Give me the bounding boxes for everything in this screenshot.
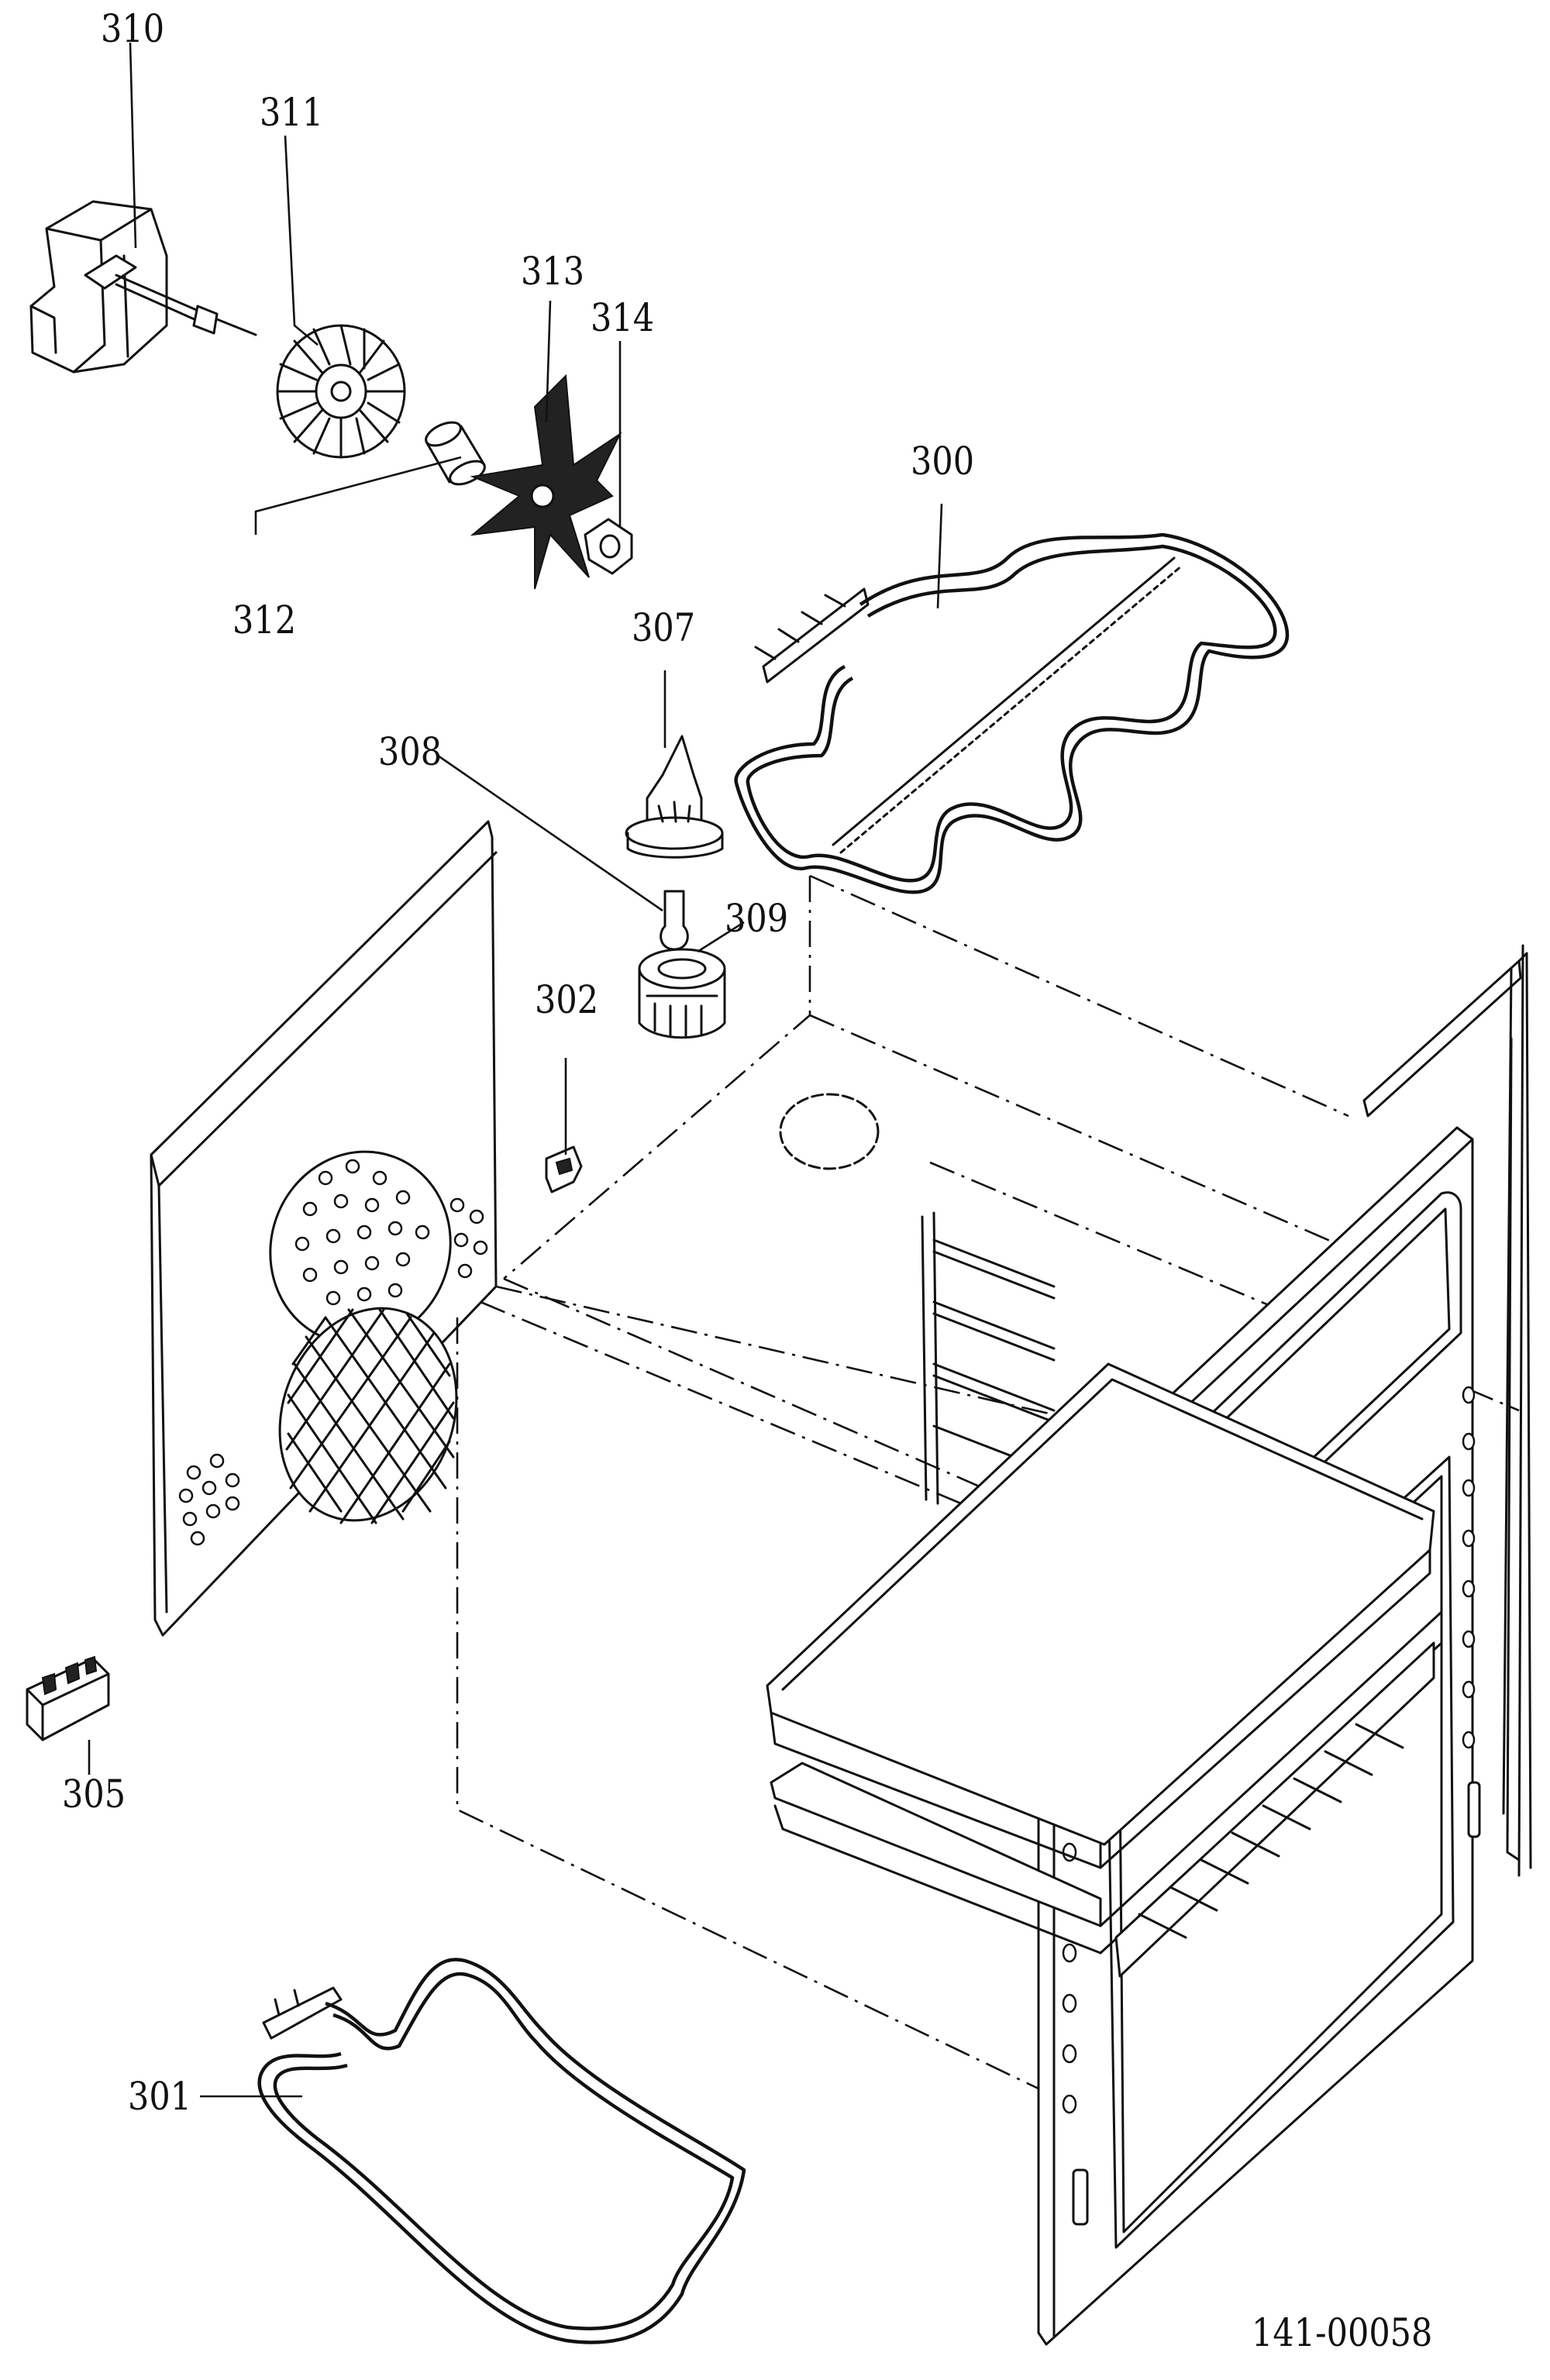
part-302-clip [545,1145,583,1193]
shelf-rack [921,1211,1056,1505]
drawing-number: 141-00058 [1252,2310,1433,2355]
callout-312: 312 [232,598,297,642]
callout-302: 302 [535,977,599,1022]
callout-310: 310 [101,6,165,51]
callout-305: 305 [62,1772,126,1817]
part-300-grill-element [734,532,1290,894]
callout-301: 301 [128,2074,192,2119]
part-311-fan-wheel [276,324,406,459]
callout-311: 311 [260,90,324,135]
leader-lines [88,42,943,2098]
part-314-nut [584,518,633,575]
oven-cavity-outline [456,874,1520,2090]
callout-313: 313 [521,249,585,294]
part-305-block [26,1655,110,1741]
back-panel [150,820,498,1637]
part-307-lamp-cover [625,735,724,859]
part-310-fan-motor [29,200,257,374]
callout-314: 314 [591,295,655,340]
callout-307: 307 [632,605,696,650]
part-313-fan-blade [470,374,622,590]
part-301-bottom-element [257,1958,746,2344]
oven-tray [766,1362,1435,1869]
callout-309: 309 [725,896,789,941]
callout-308: 308 [378,729,443,774]
callout-300: 300 [911,439,975,484]
oven-side-frame [1362,944,1532,1877]
oven-grill-pan [770,1610,1443,1978]
part-308-lamp-bulb [660,890,689,951]
part-309-lamp-socket [638,948,726,1039]
